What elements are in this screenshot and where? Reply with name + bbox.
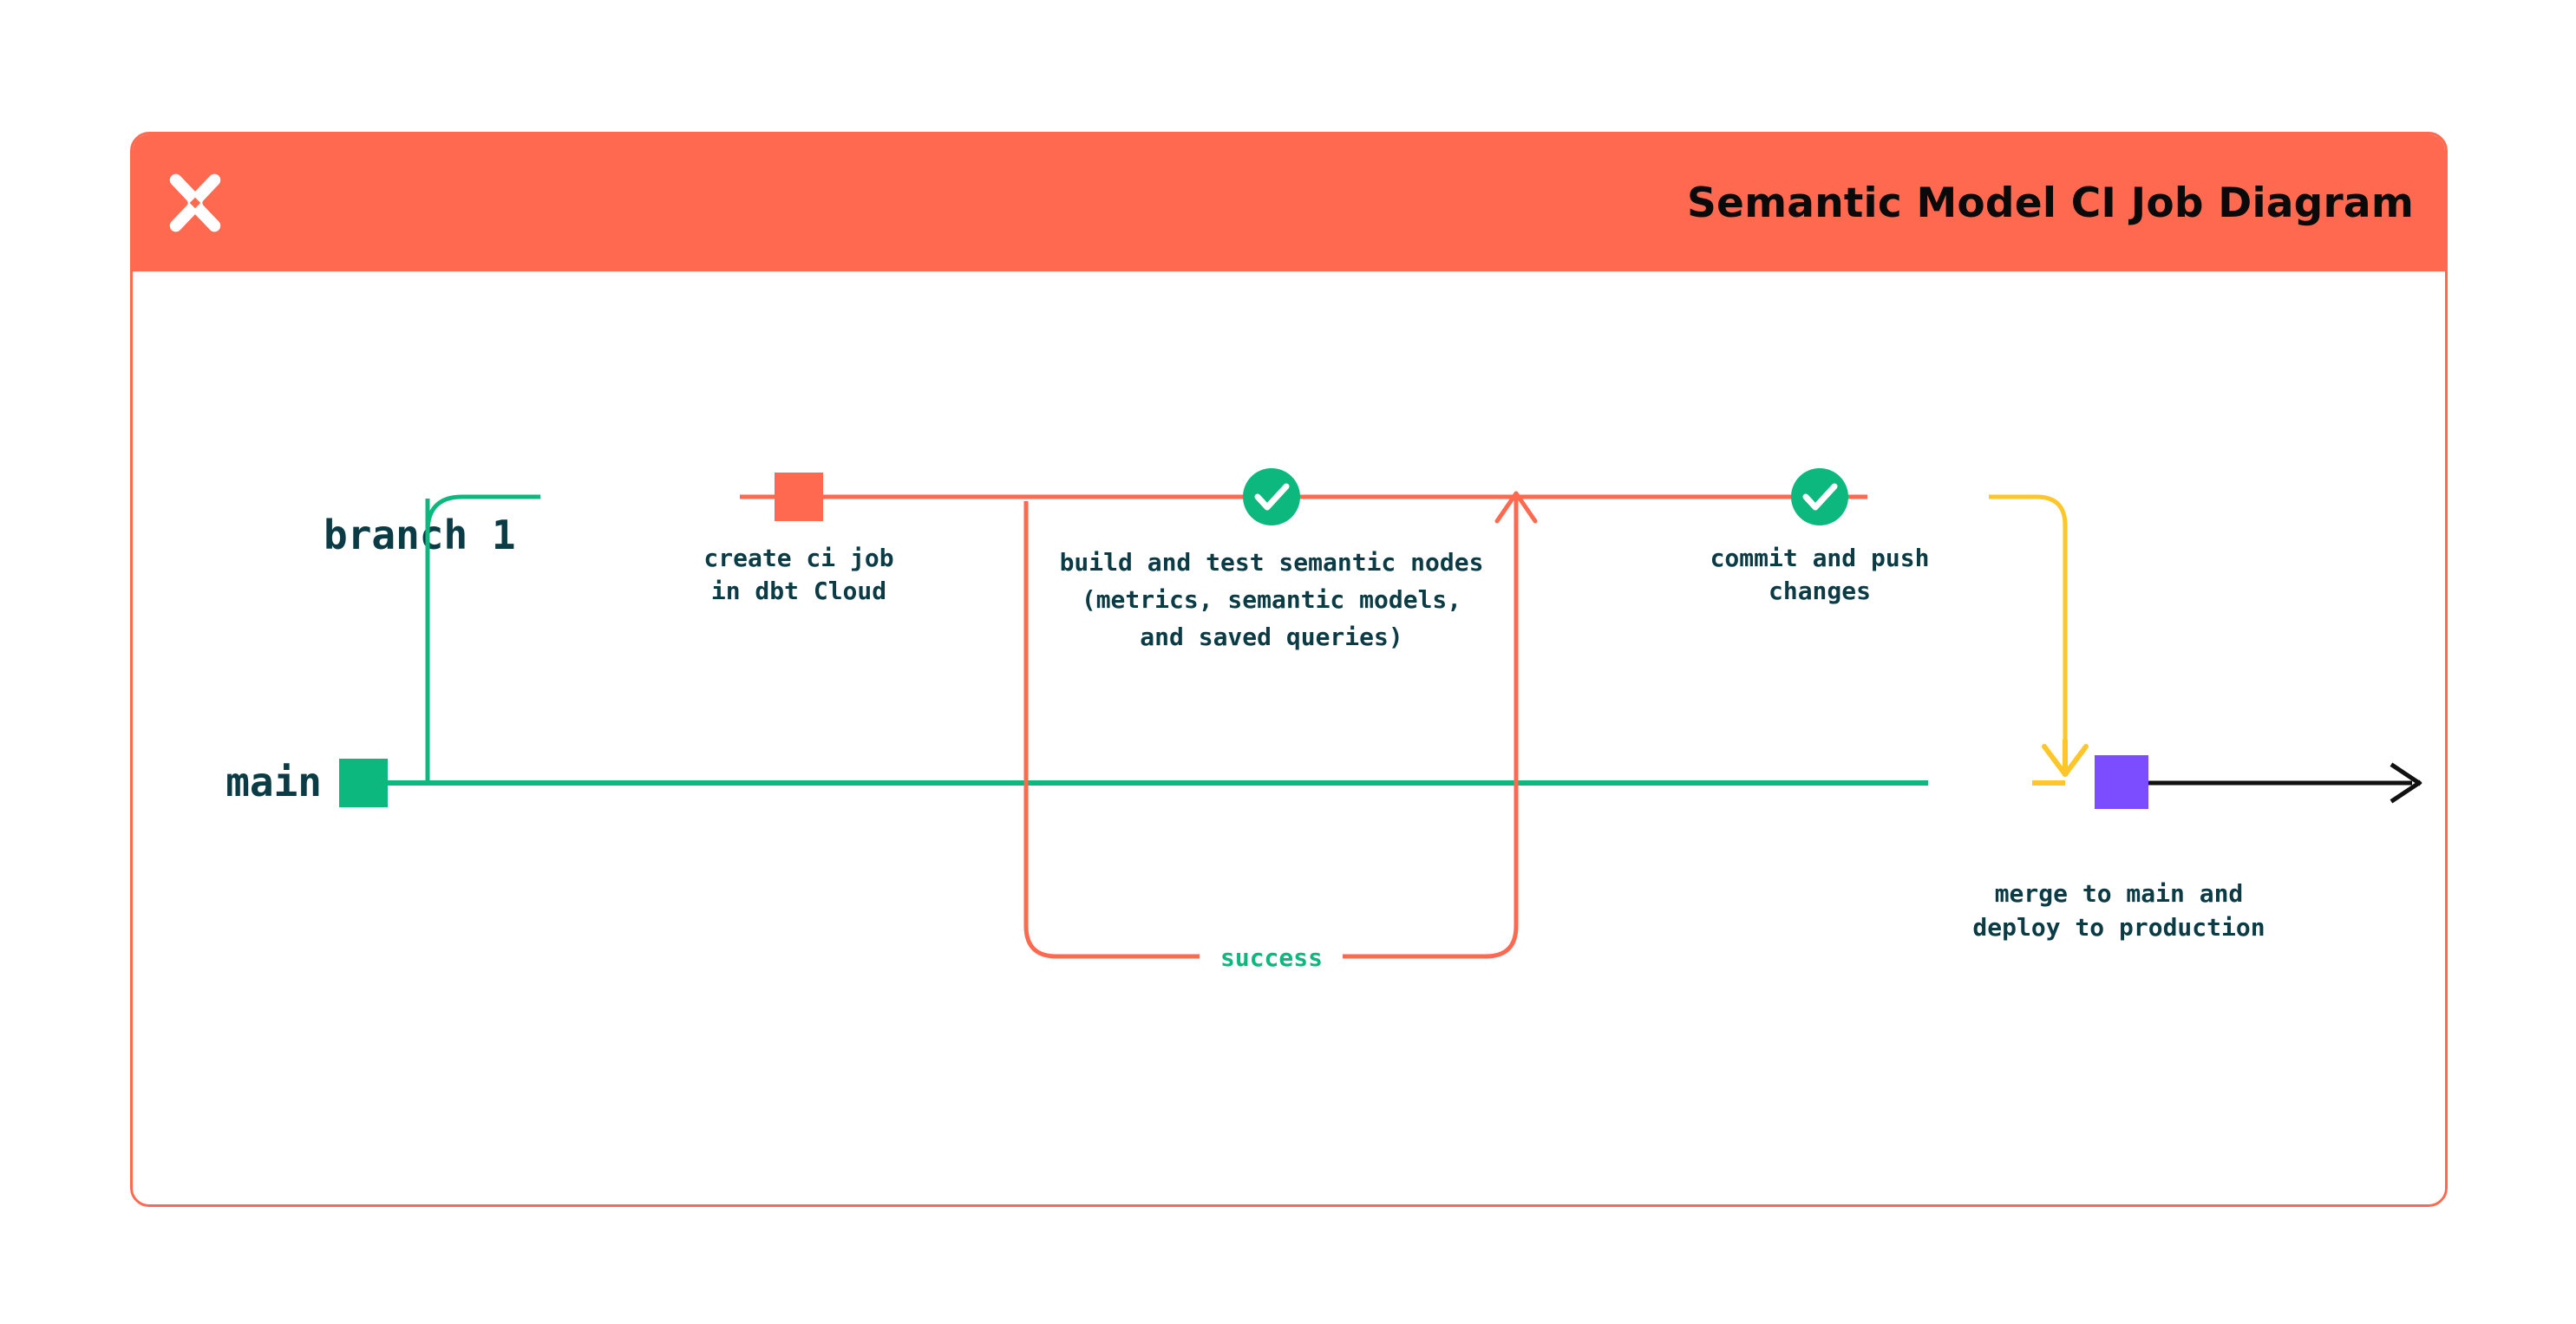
label-line: build and test semantic nodes	[1060, 548, 1484, 577]
merge-arrowhead-icon	[2042, 740, 2089, 777]
edge-label-success: success	[1220, 943, 1323, 972]
diagram-card: Semantic Model CI Job Diagram	[130, 132, 2448, 1207]
node-main-start[interactable]	[339, 759, 388, 807]
node-build-and-test[interactable]	[1243, 468, 1300, 525]
label-line: create ci job	[703, 544, 893, 572]
node-commit-and-push[interactable]	[1791, 468, 1848, 525]
lane-label-main: main	[226, 759, 322, 805]
label-line: changes	[1769, 577, 1871, 605]
success-loop-path-right	[1343, 532, 1519, 959]
label-line: (metrics, semantic models,	[1082, 585, 1461, 614]
success-arrowhead-icon	[1494, 491, 1538, 532]
label-build-and-test: build and test semantic nodes (metrics, …	[1060, 548, 1484, 651]
label-commit-and-push: commit and push changes	[1710, 544, 1930, 605]
lane-label-branch-1: branch 1	[324, 512, 516, 558]
label-line: merge to main and	[1995, 879, 2244, 908]
label-line: deploy to production	[1972, 913, 2265, 942]
main-continue-arrow	[2145, 762, 2422, 804]
label-create-ci-job: create ci job in dbt Cloud	[703, 544, 893, 605]
label-line: and saved queries)	[1140, 623, 1402, 651]
node-merge-to-main[interactable]	[2095, 755, 2148, 809]
page-title: Semantic Model CI Job Diagram	[1686, 179, 2414, 227]
node-create-ci-job[interactable]	[775, 473, 823, 521]
check-icon	[1802, 483, 1838, 511]
card-body: branch 1 main create ci job in dbt Cloud…	[133, 271, 2445, 1204]
label-line: in dbt Cloud	[711, 577, 886, 605]
branch-flow-diagram: branch 1 main create ci job in dbt Cloud…	[226, 468, 2422, 972]
check-icon	[1254, 483, 1290, 511]
label-line: commit and push	[1710, 544, 1930, 572]
merge-path	[1989, 494, 2068, 740]
success-loop-path	[1023, 501, 1200, 959]
card-header: Semantic Model CI Job Diagram	[133, 134, 2445, 271]
label-merge-to-main: merge to main and deploy to production	[1972, 879, 2265, 942]
dbt-logo-icon	[169, 173, 221, 232]
